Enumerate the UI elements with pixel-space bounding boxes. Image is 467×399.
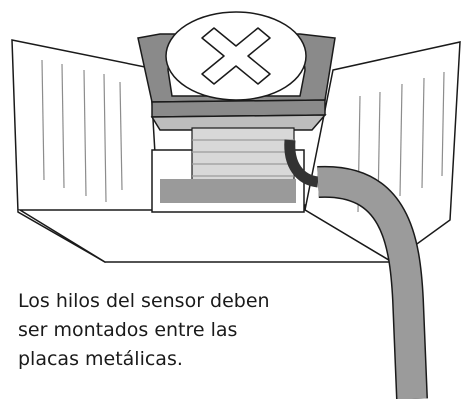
- housing-right-wing: [304, 41, 461, 263]
- instruction-caption: Los hilos del sensor deben ser montados …: [18, 287, 318, 374]
- sensor-wire: [284, 139, 320, 188]
- bottom-metal-plate: [160, 179, 296, 203]
- caption-line-1: Los hilos del sensor deben: [18, 290, 270, 312]
- sensor-cable: [317, 167, 427, 399]
- caption-line-2: ser montados entre las: [18, 319, 238, 341]
- caption-line-3: placas metálicas.: [18, 348, 183, 370]
- clamp-plate-bevel: [150, 114, 327, 131]
- clamp-plate-front: [151, 99, 326, 118]
- phillips-screw-head-icon: [165, 11, 307, 101]
